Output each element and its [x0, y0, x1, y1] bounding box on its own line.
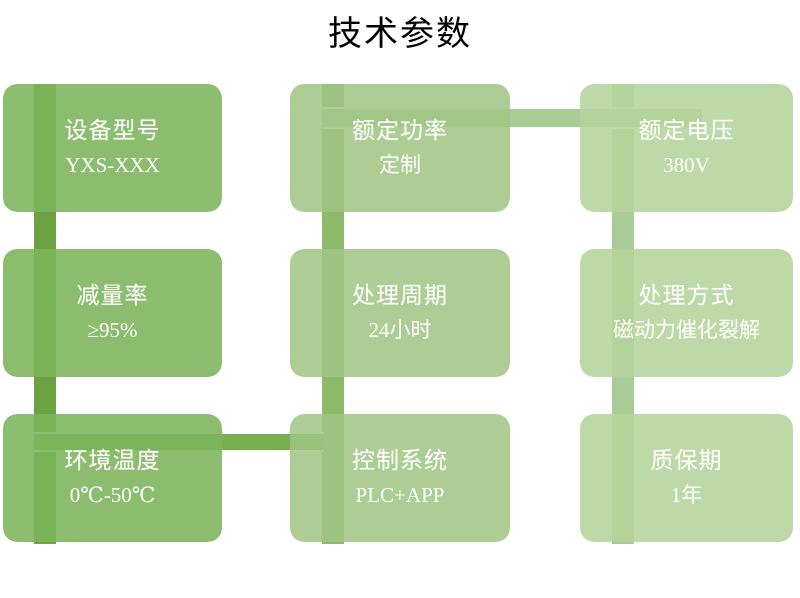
card-background [290, 249, 510, 377]
card-title: 处理周期 [352, 283, 448, 308]
card-rated-power[interactable]: 额定功率 定制 [290, 84, 510, 212]
card-treatment-cycle[interactable]: 处理周期 24小时 [290, 249, 510, 377]
card-value: 定制 [379, 153, 421, 177]
card-background [290, 84, 510, 212]
card-value: 380V [663, 153, 710, 177]
card-title: 额定功率 [352, 118, 448, 143]
card-value: 磁动力催化裂解 [613, 318, 760, 342]
card-value: PLC+APP [355, 483, 445, 507]
card-value: 1年 [670, 483, 703, 507]
card-background [580, 249, 793, 377]
card-rated-voltage[interactable]: 额定电压 380V [580, 84, 793, 212]
card-equipment-model[interactable]: 设备型号 YXS-XXX [3, 84, 222, 212]
card-title: 额定电压 [638, 118, 735, 143]
card-title: 环境温度 [64, 448, 161, 473]
card-background [3, 414, 222, 542]
card-background [580, 414, 793, 542]
card-value: 0℃-50℃ [69, 483, 156, 507]
card-title: 设备型号 [64, 118, 161, 143]
card-title: 质保期 [650, 448, 723, 473]
card-value: 24小时 [368, 318, 432, 342]
card-treatment-method[interactable]: 处理方式 磁动力催化裂解 [580, 249, 793, 377]
card-ambient-temperature[interactable]: 环境温度 0℃-50℃ [3, 414, 222, 542]
card-background [580, 84, 793, 212]
card-background [3, 84, 222, 212]
page-title: 技术参数 [328, 16, 472, 53]
card-reduction-rate[interactable]: 减量率 ≥95% [3, 249, 222, 377]
card-background [290, 414, 510, 542]
card-control-system[interactable]: 控制系统 PLC+APP [290, 414, 510, 542]
card-value: YXS-XXX [65, 153, 160, 177]
card-background [3, 249, 222, 377]
card-warranty-period[interactable]: 质保期 1年 [580, 414, 793, 542]
card-value: ≥95% [87, 318, 138, 342]
card-title: 控制系统 [352, 448, 448, 473]
card-title: 减量率 [76, 283, 149, 308]
card-title: 处理方式 [638, 283, 735, 308]
